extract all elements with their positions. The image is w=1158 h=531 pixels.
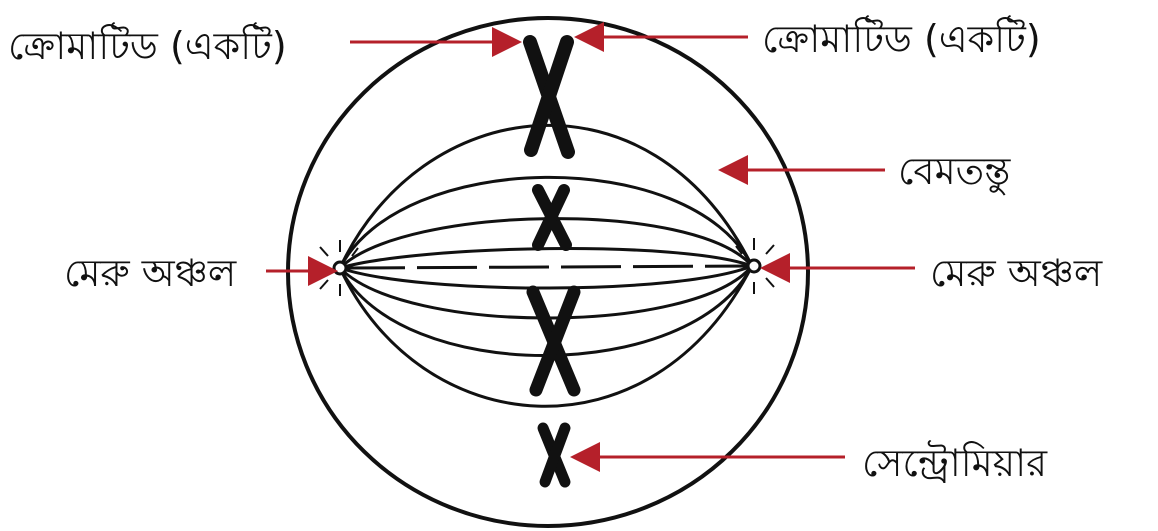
label-pole-left: মেরু অঞ্চল xyxy=(64,254,236,292)
chromosome-3 xyxy=(533,292,574,390)
label-pole-right: মেরু অঞ্চল xyxy=(930,254,1102,292)
chromosome-1 xyxy=(530,42,568,152)
chromosome-4 xyxy=(543,428,565,482)
label-chromatid-left: ক্রোমাটিড (একটি) xyxy=(8,27,287,65)
label-centromere: সেন্ট্রোমিয়ার xyxy=(862,444,1047,482)
arrows xyxy=(266,37,915,457)
label-spindle-fibre: বেমতন্তু xyxy=(898,152,1010,190)
label-chromatid-right: ক্রোমাটিড (একটি) xyxy=(762,20,1041,58)
